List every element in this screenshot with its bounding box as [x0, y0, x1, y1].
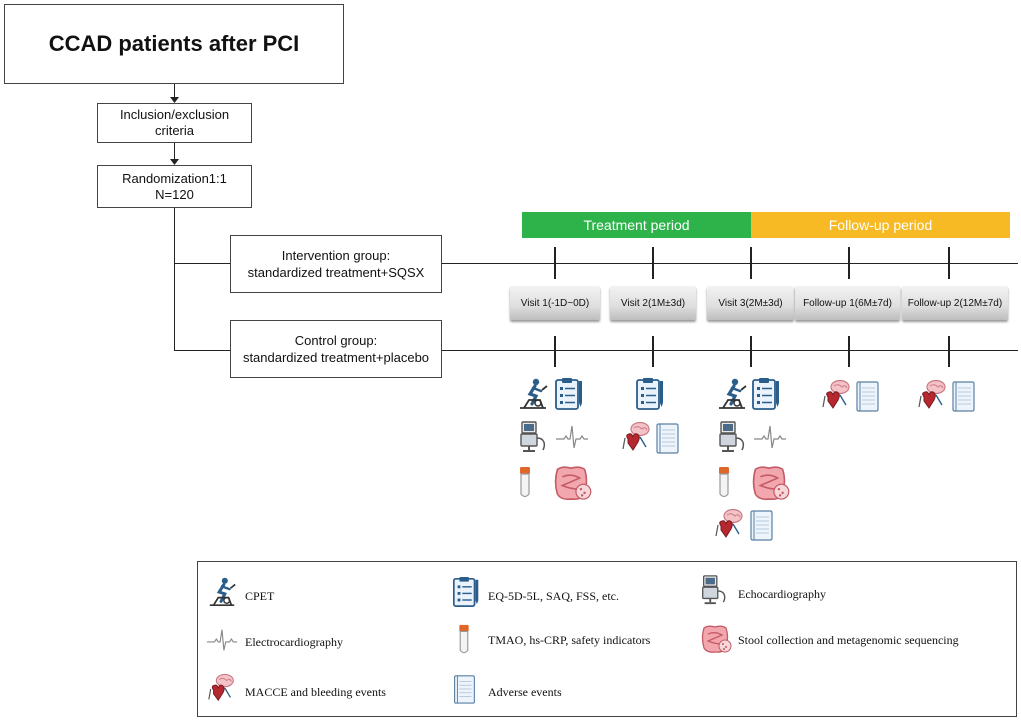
cpet-icon — [516, 377, 550, 411]
questionnaire-icon — [750, 377, 784, 411]
tick-intervention-2 — [652, 247, 654, 279]
legend-box: CPET EQ-5D-5L, SAQ, FSS, etc. Echocardio… — [197, 561, 1017, 717]
visit-label-2: Visit 2(1M±3d) — [610, 286, 696, 320]
visit-label-1: Visit 1(-1D~0D) — [510, 286, 600, 320]
inclusion-line-2: criteria — [154, 123, 194, 138]
tick-control-2 — [652, 336, 654, 367]
followup-period-bar: Follow-up period — [751, 212, 1010, 238]
tick-intervention-1 — [554, 247, 556, 279]
macce-icon — [713, 505, 747, 545]
followup-period-label: Follow-up period — [828, 217, 933, 233]
macce-icon — [820, 376, 854, 416]
tick-intervention-5 — [948, 247, 950, 279]
intervention-group-box: Intervention group: standardized treatme… — [230, 235, 442, 293]
blood-tube-icon — [448, 620, 480, 658]
visit-label-5: Follow-up 2(12M±7d) — [902, 286, 1008, 320]
legend-adverse-label: Adverse events — [488, 685, 562, 699]
visit-label-4: Follow-up 1(6M±7d) — [795, 286, 900, 320]
questionnaire-icon — [451, 576, 483, 608]
tick-intervention-3 — [750, 247, 752, 279]
arrow-down-icon — [170, 159, 179, 165]
intervention-group-treatment: standardized treatment+SQSX — [247, 265, 425, 280]
randomization-box: Randomization1:1 N=120 — [97, 165, 252, 208]
macce-icon — [206, 670, 238, 708]
cpet-icon — [715, 377, 749, 411]
control-group-box: Control group: standardized treatment+pl… — [230, 320, 442, 378]
adverse-events-icon — [744, 505, 778, 545]
legend-echo-label: Echocardiography — [738, 587, 826, 601]
tick-control-4 — [848, 336, 850, 367]
adverse-events-icon — [448, 670, 480, 708]
inclusion-criteria-box: Inclusion/exclusion criteria — [97, 103, 252, 143]
page-title: CCAD patients after PCI — [48, 31, 300, 56]
followup-2-text: Follow-up 2(12M±7d) — [907, 297, 1003, 309]
adverse-events-icon — [946, 376, 980, 416]
ecg-icon — [206, 624, 238, 656]
control-group-title: Control group: — [294, 333, 378, 348]
tick-intervention-4 — [848, 247, 850, 279]
control-group-treatment: standardized treatment+placebo — [242, 350, 430, 365]
connector-title-inclusion — [174, 84, 175, 101]
legend-ecg-label: Electrocardiography — [245, 635, 343, 649]
followup-1-text: Follow-up 1(6M±7d) — [803, 297, 892, 309]
intervention-group-title: Intervention group: — [281, 248, 391, 263]
echocardiography-icon — [715, 420, 749, 454]
arrow-down-icon — [170, 97, 179, 103]
treatment-period-label: Treatment period — [583, 217, 690, 233]
randomization-line-1: Randomization1:1 — [122, 170, 227, 186]
intervention-timeline — [442, 263, 1018, 264]
tick-control-1 — [554, 336, 556, 367]
blood-tube-icon — [707, 462, 741, 502]
legend-blood-label: TMAO, hs-CRP, safety indicators — [488, 633, 651, 647]
connector-inclusion-randomization — [174, 143, 175, 163]
inclusion-line-1: Inclusion/exclusion — [119, 107, 230, 122]
visit-label-3: Visit 3(2M±3d) — [707, 286, 794, 320]
legend-stool-label: Stool collection and metagenomic sequenc… — [738, 633, 959, 647]
ecg-icon — [555, 420, 589, 454]
echocardiography-icon — [516, 420, 550, 454]
ecg-icon — [753, 420, 787, 454]
branch-to-intervention — [174, 263, 230, 264]
cpet-icon — [206, 576, 238, 608]
legend-cpet-label: CPET — [245, 589, 275, 603]
visit-1-text: Visit 1(-1D~0D) — [520, 297, 590, 309]
intestine-icon — [698, 622, 732, 656]
echocardiography-icon — [698, 574, 730, 606]
treatment-period-bar: Treatment period — [522, 212, 751, 238]
branch-to-control — [174, 350, 230, 351]
blood-tube-icon — [508, 462, 542, 502]
branch-vertical-line — [174, 208, 175, 351]
tick-control-5 — [948, 336, 950, 367]
legend-questionnaire-label: EQ-5D-5L, SAQ, FSS, etc. — [488, 589, 619, 603]
macce-icon — [916, 376, 950, 416]
macce-icon — [620, 418, 654, 458]
visit-2-text: Visit 2(1M±3d) — [620, 297, 686, 309]
legend-macce-label: MACCE and bleeding events — [245, 685, 386, 699]
adverse-events-icon — [850, 376, 884, 416]
adverse-events-icon — [650, 418, 684, 458]
intestine-icon — [748, 462, 790, 504]
tick-control-3 — [750, 336, 752, 367]
title-box: CCAD patients after PCI — [4, 4, 344, 84]
questionnaire-icon — [553, 377, 587, 411]
control-timeline — [442, 350, 1018, 351]
intestine-icon — [550, 462, 592, 504]
randomization-line-2: N=120 — [155, 186, 194, 202]
questionnaire-icon — [634, 377, 668, 411]
visit-3-text: Visit 3(2M±3d) — [718, 297, 783, 309]
